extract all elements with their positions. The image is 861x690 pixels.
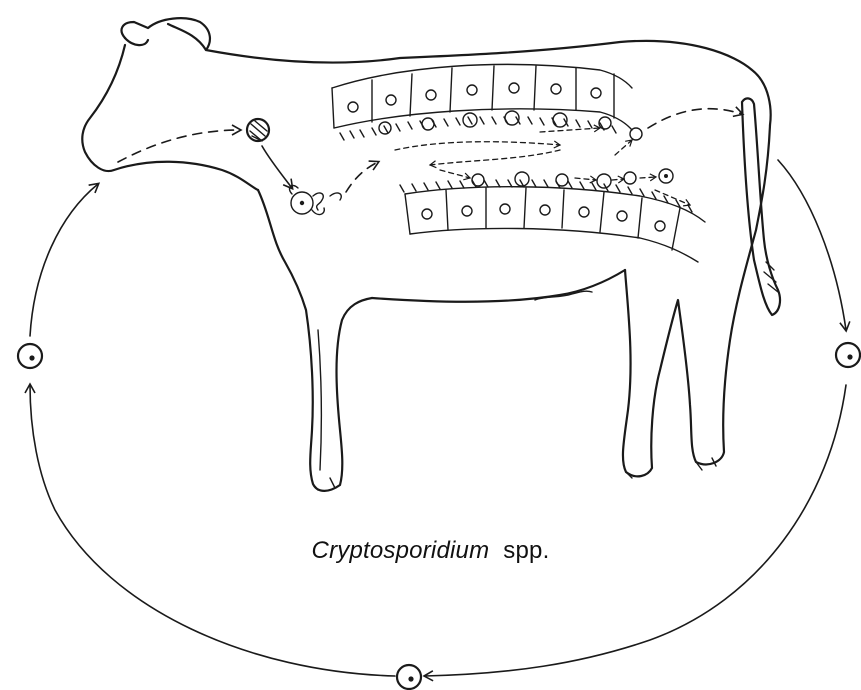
calf-hoof-hind <box>626 458 716 478</box>
transmission-cycle <box>18 160 860 689</box>
diagram-caption: Cryptosporidium spp. <box>0 537 861 565</box>
calf-hoof-front <box>313 478 335 490</box>
calf-illustration <box>82 18 780 491</box>
ingestion-arrow <box>118 130 240 162</box>
ingested-oocyst <box>247 119 269 141</box>
cycle-arc-right-down <box>778 160 846 330</box>
calf-ear-right <box>168 24 206 50</box>
oocyst-icon <box>18 344 42 368</box>
calf-foreleg-inner <box>318 330 321 470</box>
excysting-sporozoites <box>290 186 342 215</box>
release-arrow <box>648 109 742 128</box>
internal-pathway <box>118 109 742 192</box>
calf-belly-outline <box>372 270 625 302</box>
invasion-arrow <box>346 162 378 192</box>
caption-genus: Cryptosporidium <box>312 537 490 564</box>
cycle-arc-bottom <box>425 385 846 676</box>
calf-signature-mark <box>535 291 592 300</box>
caption-abbrev: spp. <box>503 537 549 564</box>
calf-ear-left <box>125 38 148 45</box>
intestinal-epithelium <box>332 64 705 262</box>
oocyst-icon <box>836 343 860 367</box>
calf-tail <box>742 98 780 315</box>
parasite-stages <box>379 111 673 188</box>
excystation-arrow <box>262 146 292 188</box>
calf-body-outline <box>122 18 771 125</box>
calf-chest-outline <box>258 190 372 491</box>
calf-face-outline <box>82 45 258 190</box>
cycle-arc-left-to-calf <box>30 184 98 336</box>
development-arrows <box>395 128 690 205</box>
oocyst-icon <box>397 665 421 689</box>
